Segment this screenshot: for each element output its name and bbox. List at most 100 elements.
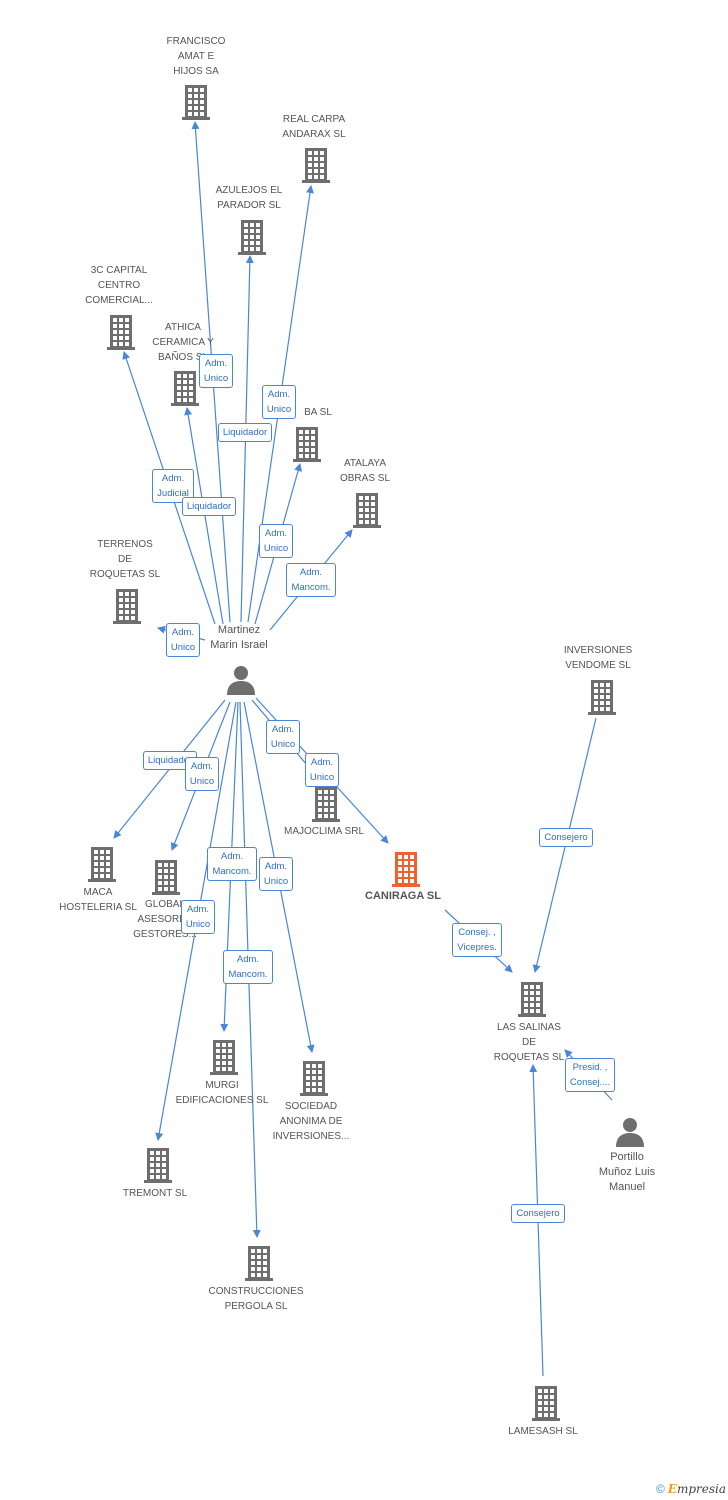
node-label-line: TREMONT SL [122,1188,188,1199]
role-badge[interactable]: Adm.Unico [198,354,234,388]
building-icon[interactable] [244,1245,274,1286]
role-badge-line: Adm. [236,954,260,965]
role-badge[interactable]: Adm.Mancom. [286,563,336,597]
role-badge-line: Adm. [310,757,334,768]
role-badge-line: Unico [266,404,292,415]
person-icon[interactable] [615,1117,645,1152]
node-label-line: BA SL [304,407,332,418]
node-label-line: INVERSIONES... [272,1131,350,1142]
role-badge[interactable]: Adm.Mancom. [223,950,273,984]
node-label-line: Martinez [217,624,261,636]
building-icon[interactable] [181,84,211,125]
role-badge-line: Unico [185,919,211,930]
person-icon[interactable] [226,665,256,700]
node-label-line: INVERSIONES [563,645,633,656]
role-badge-line: Presid. , [572,1062,608,1073]
building-icon[interactable] [587,679,617,720]
node-label-line: BAÑOS SL [157,352,209,363]
node-label[interactable]: MAJOCLIMA SRL [264,824,384,839]
building-icon[interactable] [170,370,200,411]
node-label-line: ROQUETAS SL [89,569,161,580]
node-label-line: EDIFICACIONES SL [175,1095,269,1106]
role-badge[interactable]: Consej. ,Vicepres. [452,923,502,957]
role-badge[interactable]: Adm.Unico [258,524,294,558]
role-badge[interactable]: Adm.Unico [180,900,216,934]
node-label-line: FRANCISCO [166,36,226,47]
role-badge-line: Unico [263,543,289,554]
role-badge-line: Consejero [516,1207,560,1219]
role-badge[interactable]: Adm.Unico [184,757,220,791]
node-label[interactable]: BA SL [258,405,378,420]
node-label-line: 3C CAPITAL [90,265,148,276]
node-label[interactable]: LAMESASH SL [483,1424,603,1439]
role-badge-line: Unico [170,642,196,653]
building-icon[interactable] [292,426,322,467]
role-badge[interactable]: Adm.Mancom. [207,847,257,881]
building-icon[interactable] [517,981,547,1022]
node-label[interactable]: MACA HOSTELERIA SL [38,885,158,915]
building-icon[interactable] [531,1385,561,1426]
role-badge[interactable]: Adm.Unico [258,857,294,891]
node-label-line: AMAT E [177,51,215,62]
node-label-line: ROQUETAS SL [493,1052,565,1063]
building-icon[interactable] [391,851,421,892]
footer-brand[interactable]: ©Empresia [656,1482,726,1496]
node-label[interactable]: CANIRAGA SL [343,889,463,904]
role-badge[interactable]: Adm.Unico [265,720,301,754]
role-badge[interactable]: Adm.Unico [304,753,340,787]
role-badge-line: Adm. [161,473,185,484]
building-icon[interactable] [311,786,341,827]
node-label-line: Muñoz Luis [598,1166,656,1178]
role-badge[interactable]: Consejero [539,827,593,847]
role-badge-line: Adm. [204,358,228,369]
node-label-line: Marin Israel [210,639,268,651]
building-icon[interactable] [299,1060,329,1101]
role-badge-line: Mancom. [291,582,331,593]
node-label-line: LAS SALINAS [497,1022,561,1033]
building-icon[interactable] [209,1039,239,1080]
role-badge-line: Unico [263,876,289,887]
role-badge[interactable]: Liquidador [181,496,237,516]
building-icon[interactable] [237,219,267,260]
building-icon[interactable] [352,492,382,533]
node-label-line: HOSTELERIA SL [59,902,137,913]
role-badge-line: Adm. [190,761,214,772]
building-icon[interactable] [301,147,331,188]
building-icon[interactable] [143,1147,173,1188]
node-label-line: PERGOLA SL [224,1301,288,1312]
building-icon[interactable] [112,588,142,629]
building-icon[interactable] [106,314,136,355]
node-label-line: AZULEJOS EL [215,185,283,196]
role-badge-line: Judicial [157,488,189,499]
node-label-line: MACA [83,887,113,898]
building-icon[interactable] [151,859,181,900]
role-badge[interactable]: Liquidador [142,750,198,770]
building-icon[interactable] [87,846,117,887]
node-label[interactable]: TREMONT SL [95,1186,215,1201]
node-label-line: LAMESASH SL [508,1426,578,1437]
node-label-line: REAL CARPA [282,114,346,125]
role-badge-line: Adm. [267,389,291,400]
role-badge[interactable]: Consejero [511,1203,565,1223]
role-badge[interactable]: Adm.Unico [165,623,201,657]
role-badge[interactable]: Adm. Unico [261,385,297,419]
role-badge[interactable]: Presid. ,Consej.... [564,1058,616,1092]
node-label-line: OBRAS SL [339,473,391,484]
role-badge[interactable]: Liquidador [217,422,273,442]
